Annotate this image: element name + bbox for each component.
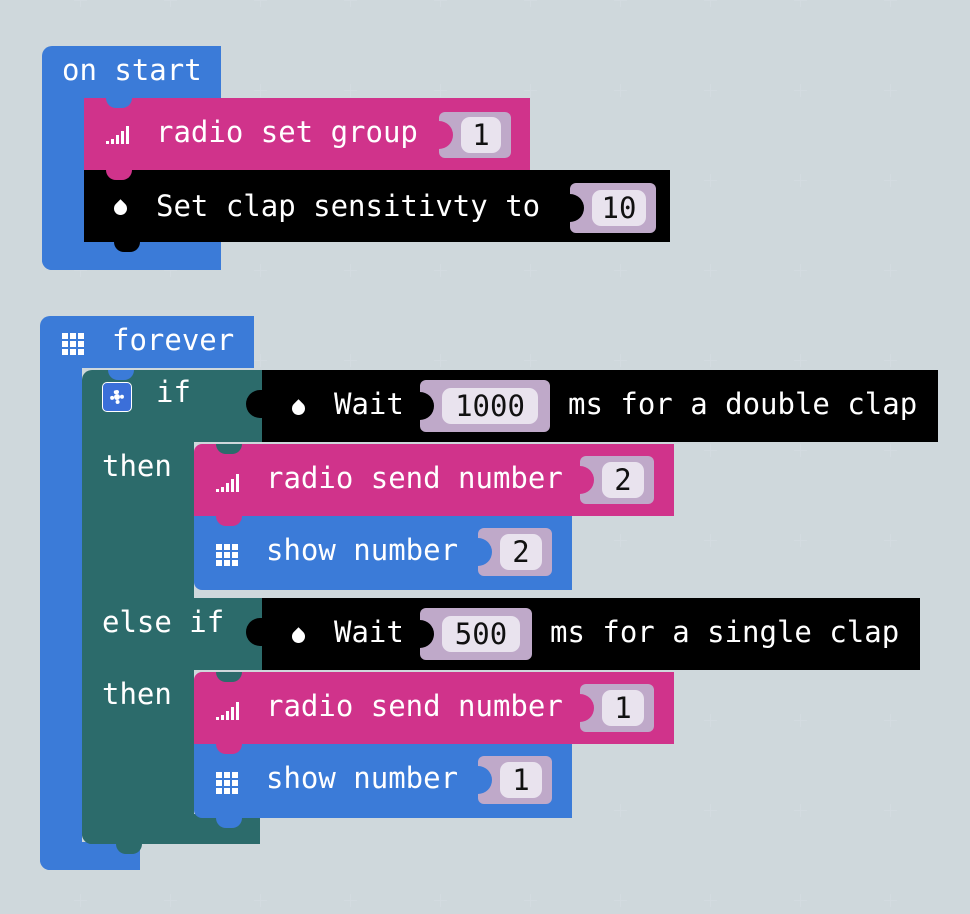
show-number-label: show number: [266, 761, 459, 795]
water-drop-icon: [111, 199, 130, 218]
radio-send-value[interactable]: 1: [602, 690, 644, 726]
then-label: then: [102, 677, 172, 711]
radio-send-number-label: radio send number: [266, 461, 563, 495]
wait-label: Wait: [334, 615, 404, 649]
single-clap-wait-value[interactable]: 500: [442, 616, 520, 652]
on-start-label: on start: [62, 53, 202, 87]
radio-send-number-label: radio send number: [266, 689, 563, 723]
wait-single-clap-block[interactable]: Wait 500 ms for a single clap: [246, 598, 920, 670]
double-clap-wait-value[interactable]: 1000: [442, 388, 538, 424]
radio-set-group-label: radio set group: [156, 115, 418, 149]
group-value[interactable]: 1: [461, 117, 501, 153]
radio-set-group-block[interactable]: radio set group 1: [84, 98, 530, 170]
led-grid-icon: [216, 772, 238, 794]
water-drop-icon: [289, 399, 308, 418]
wait-label: Wait: [334, 387, 404, 421]
show-number-label: show number: [266, 533, 459, 567]
single-clap-suffix: ms for a single clap: [550, 615, 900, 649]
signal-bars-icon: [216, 472, 239, 492]
if-label: if: [156, 375, 191, 409]
double-clap-suffix: ms for a double clap: [568, 387, 918, 421]
set-clap-sensitivity-label: Set clap sensitivty to: [156, 189, 541, 223]
show-number-value[interactable]: 2: [500, 534, 542, 570]
radio-send-value[interactable]: 2: [602, 462, 644, 498]
show-number-value[interactable]: 1: [500, 762, 542, 798]
clap-sensitivity-value[interactable]: 10: [592, 190, 646, 226]
wait-double-clap-block[interactable]: Wait 1000 ms for a double clap: [246, 370, 938, 442]
led-grid-icon: [62, 333, 84, 355]
water-drop-icon: [289, 627, 308, 646]
gear-icon[interactable]: [102, 382, 132, 412]
else-if-label: else if: [102, 605, 225, 639]
show-number-block[interactable]: show number 1: [194, 744, 572, 828]
led-grid-icon: [216, 544, 238, 566]
signal-bars-icon: [216, 700, 239, 720]
forever-label: forever: [112, 323, 235, 357]
set-clap-sensitivity-block[interactable]: Set clap sensitivty to 10: [84, 170, 670, 252]
show-number-block[interactable]: show number 2: [194, 516, 572, 590]
signal-bars-icon: [106, 124, 129, 144]
radio-send-number-block[interactable]: radio send number 2: [194, 444, 674, 516]
radio-send-number-block[interactable]: radio send number 1: [194, 672, 674, 744]
then-label: then: [102, 449, 172, 483]
